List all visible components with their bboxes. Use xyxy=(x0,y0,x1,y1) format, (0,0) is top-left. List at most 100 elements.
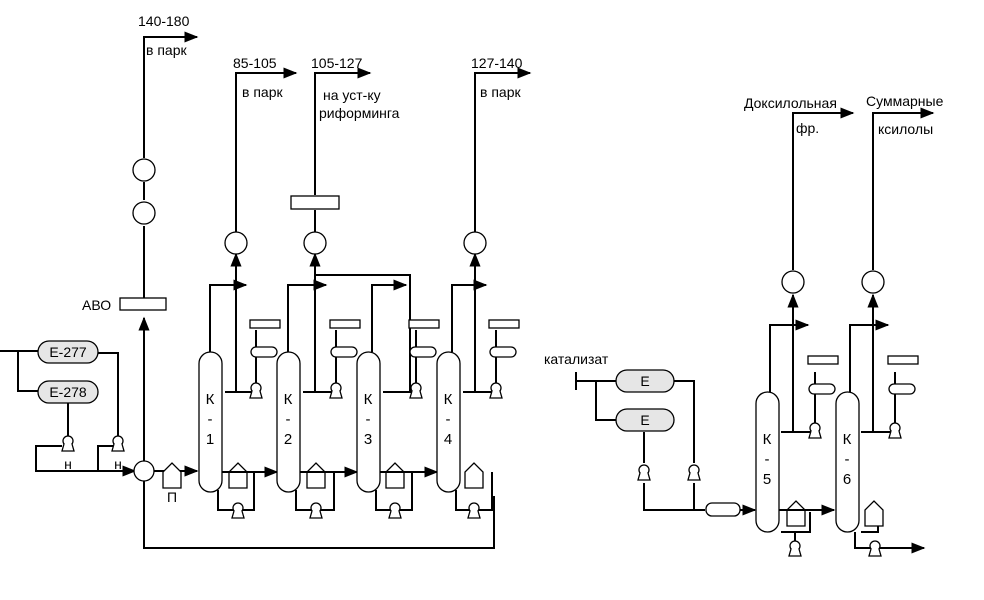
vessel-e278[interactable]: Е-278 xyxy=(37,380,99,404)
outlet-doxylene-line2: фр. xyxy=(796,120,819,136)
column-k2-letter: К xyxy=(284,391,293,408)
outlet-127-140-range: 127-140 xyxy=(471,55,523,71)
reboiler-icon[interactable] xyxy=(786,500,806,527)
pump-icon[interactable] xyxy=(231,502,245,519)
column-k2[interactable] xyxy=(276,351,301,493)
reboiler-icon[interactable] xyxy=(464,462,484,489)
column-k2-dash: - xyxy=(286,411,291,428)
reflux-drum-k3[interactable] xyxy=(409,346,437,358)
pump-icon[interactable] xyxy=(788,540,802,557)
column-k6-number: 6 xyxy=(843,471,851,488)
column-k5-number: 5 xyxy=(763,471,771,488)
outlet-85-105-dest: в парк xyxy=(242,84,283,100)
vessel-e-b-label: Е xyxy=(640,412,649,428)
condenser-k6[interactable] xyxy=(887,355,919,365)
vessel-e-a[interactable]: Е xyxy=(615,369,675,393)
column-k5[interactable] xyxy=(755,391,780,533)
pump-icon[interactable] xyxy=(329,382,343,399)
column-k4-piping xyxy=(451,67,532,511)
pump-label: н xyxy=(64,456,72,472)
heat-exchanger-feed[interactable] xyxy=(705,502,741,517)
column-k4-dash: - xyxy=(446,411,451,428)
column-k3-number: 3 xyxy=(364,431,372,448)
column-k1-letter: К xyxy=(206,391,215,408)
pump-icon[interactable] xyxy=(868,540,882,557)
pump-icon[interactable] xyxy=(409,382,423,399)
vessel-e277-label: Е-277 xyxy=(49,344,87,360)
avo-label: АВО xyxy=(82,297,111,313)
outlet-xylenes-line2: ксилолы xyxy=(878,121,933,137)
column-k4[interactable] xyxy=(436,351,461,493)
vessel-e278-label: Е-278 xyxy=(49,384,87,400)
column-k4-number: 4 xyxy=(444,431,452,448)
column-k4-letter: К xyxy=(444,391,453,408)
feed-section xyxy=(0,31,495,549)
column-k6-piping xyxy=(849,107,935,554)
outlet-85-105-range: 85-105 xyxy=(233,55,277,71)
furnace-icon[interactable] xyxy=(162,462,182,489)
reboiler-icon[interactable] xyxy=(385,462,405,489)
xylene-section-piping xyxy=(575,372,757,516)
pump-label: н xyxy=(114,456,122,472)
column-k2-piping xyxy=(287,67,411,511)
column-k3-dash: - xyxy=(366,411,371,428)
outlet-140-180-range: 140-180 xyxy=(138,13,190,29)
instrument-circle-icon xyxy=(132,158,156,182)
pump-icon[interactable] xyxy=(888,422,902,439)
instrument-circle-icon xyxy=(463,231,487,255)
instrument-circle-icon xyxy=(861,270,885,294)
vessel-e-b[interactable]: Е xyxy=(615,408,675,432)
instrument-circle-icon xyxy=(132,201,156,225)
reflux-drum-k1[interactable] xyxy=(250,346,278,358)
heat-exchanger-k2[interactable] xyxy=(290,195,340,210)
pump-icon[interactable] xyxy=(808,422,822,439)
vessel-e-a-label: Е xyxy=(640,373,649,389)
column-k2-number: 2 xyxy=(284,431,292,448)
column-k3[interactable] xyxy=(356,351,381,493)
condenser-k1[interactable] xyxy=(249,319,281,329)
instrument-circle-icon xyxy=(303,231,327,255)
outlet-105-127-dest-line1: на уст-ку xyxy=(323,87,381,103)
reflux-drum-k6[interactable] xyxy=(888,383,916,395)
furnace-label: П xyxy=(167,489,177,505)
outlet-127-140-dest: в парк xyxy=(480,84,521,100)
vessel-e277[interactable]: Е-277 xyxy=(37,340,99,364)
column-k5-letter: К xyxy=(763,431,772,448)
pump-icon[interactable] xyxy=(388,502,402,519)
pump-icon[interactable] xyxy=(111,435,125,452)
pump-icon[interactable] xyxy=(249,382,263,399)
pump-icon[interactable] xyxy=(61,435,75,452)
column-k1-dash: - xyxy=(208,411,213,428)
outlet-doxylene-line1: Доксилольная xyxy=(744,95,837,111)
mixer-node-icon xyxy=(133,460,155,482)
catalyst-label: катализат xyxy=(544,351,609,367)
reflux-drum-k4[interactable] xyxy=(489,346,517,358)
column-k6[interactable] xyxy=(835,391,860,533)
reboiler-icon[interactable] xyxy=(306,462,326,489)
outlet-105-127-dest-line2: риформинга xyxy=(319,105,400,121)
outlet-105-127-range: 105-127 xyxy=(311,55,363,71)
pump-icon[interactable] xyxy=(637,464,651,481)
column-k5-dash: - xyxy=(765,451,770,468)
condenser-k5[interactable] xyxy=(807,355,839,365)
reflux-drum-k2[interactable] xyxy=(330,346,358,358)
outlet-140-180-dest: в парк xyxy=(146,42,187,58)
condenser-k3[interactable] xyxy=(408,319,440,329)
pump-icon[interactable] xyxy=(467,502,481,519)
column-k1-number: 1 xyxy=(206,431,214,448)
column-k6-dash: - xyxy=(845,451,850,468)
pump-icon[interactable] xyxy=(489,382,503,399)
reboiler-icon[interactable] xyxy=(228,462,248,489)
pump-icon[interactable] xyxy=(687,464,701,481)
pump-icon[interactable] xyxy=(309,502,323,519)
condenser-k2[interactable] xyxy=(329,319,361,329)
outlet-xylenes-line1: Суммарные xyxy=(866,93,944,109)
reboiler-icon[interactable] xyxy=(864,500,884,527)
reflux-drum-k5[interactable] xyxy=(808,383,836,395)
column-k1[interactable] xyxy=(198,351,223,493)
instrument-circle-icon xyxy=(224,231,248,255)
avo-cooler[interactable]: АВО xyxy=(82,297,167,313)
condenser-k4[interactable] xyxy=(488,319,520,329)
column-k3-letter: К xyxy=(364,391,373,408)
